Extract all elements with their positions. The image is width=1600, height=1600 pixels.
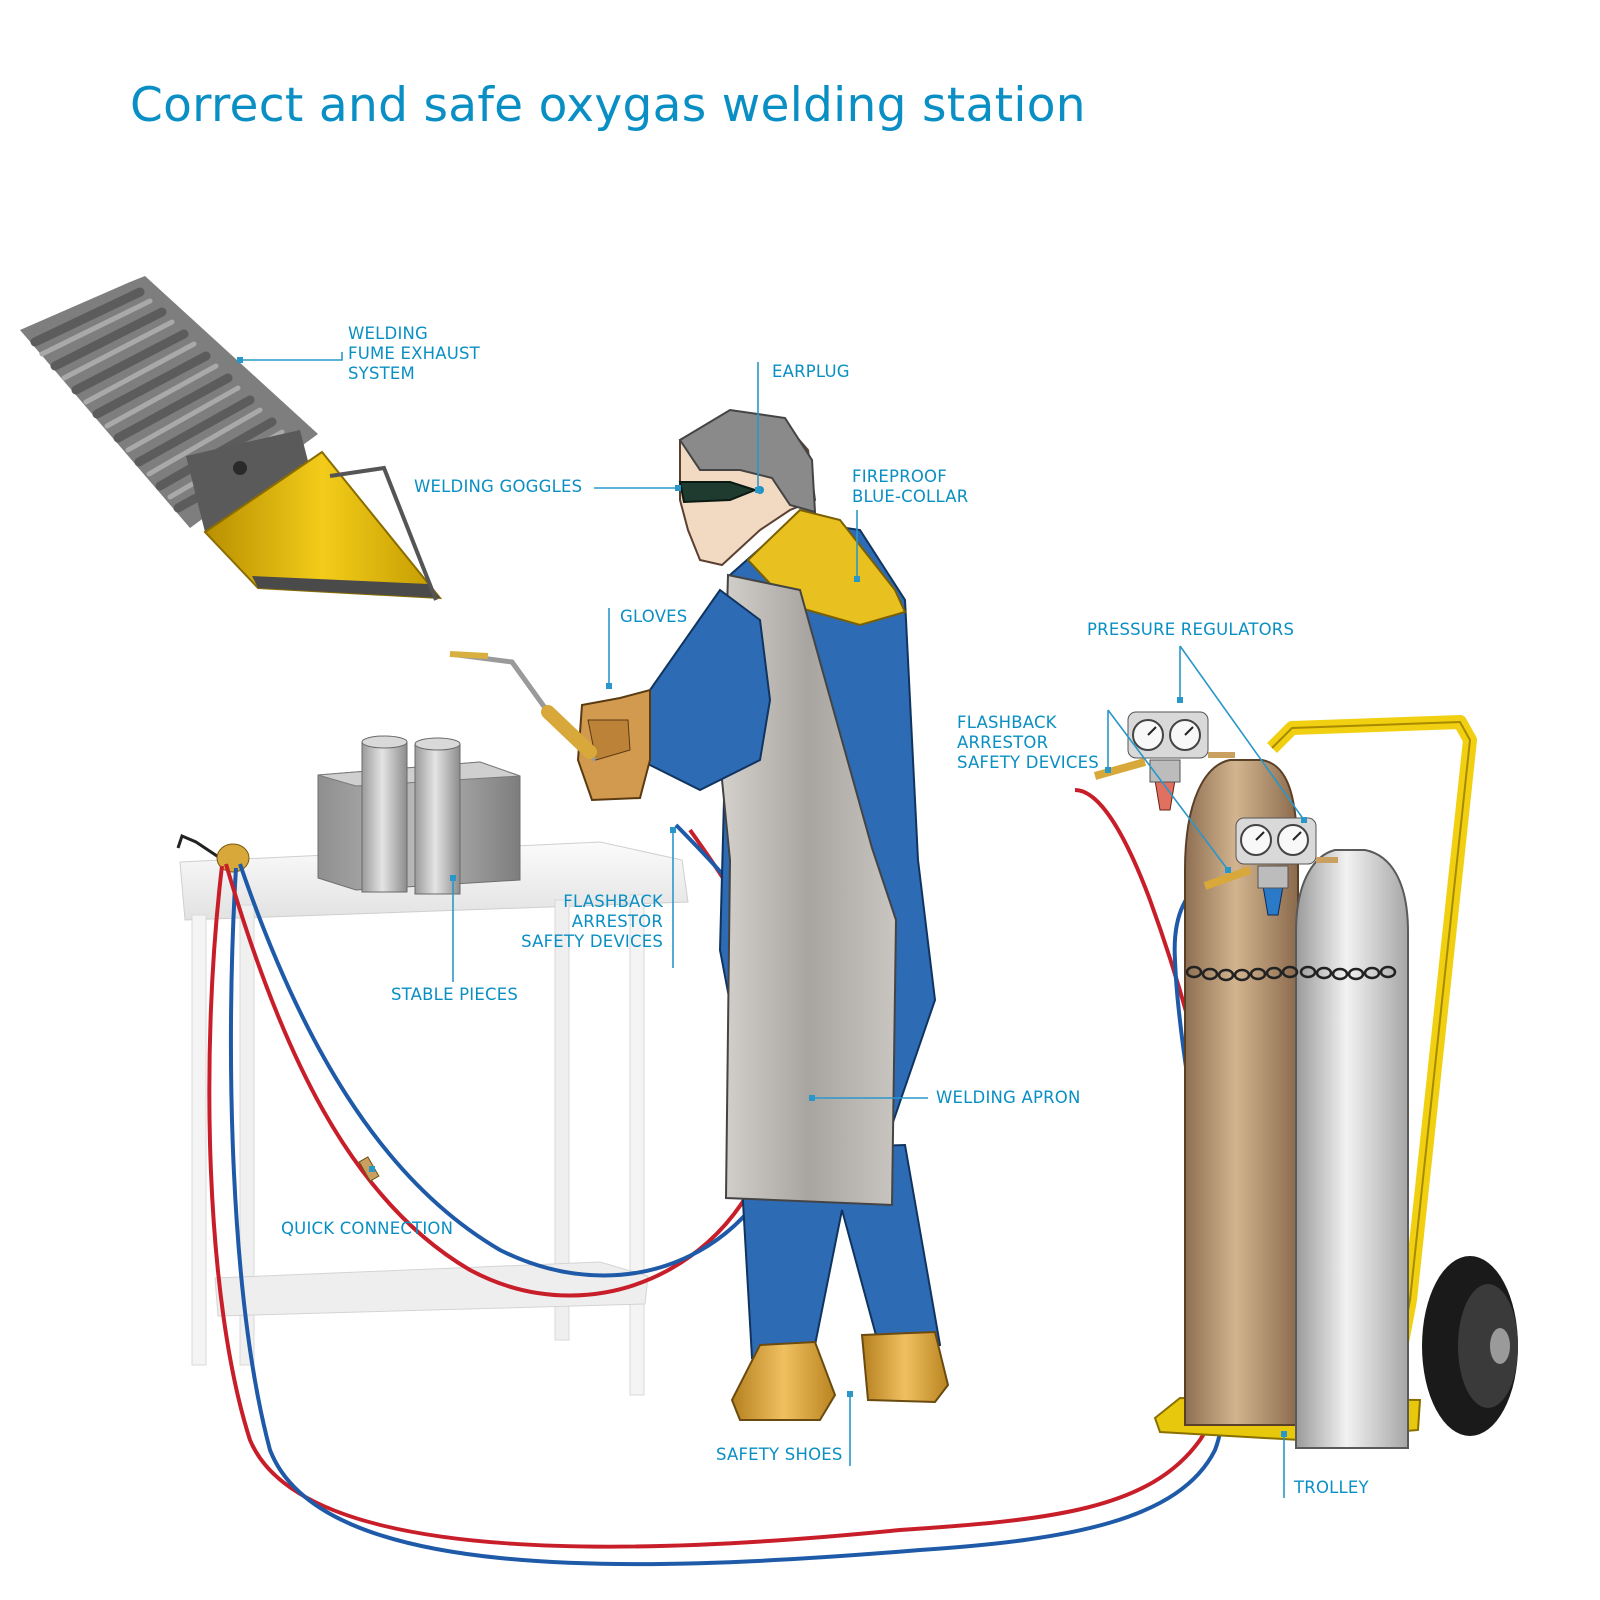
label-line: WELDING [348, 324, 429, 343]
label-quick-connection: QUICK CONNECTION [281, 1219, 453, 1239]
label-welding-fume-exhaust-system: WELDING FUME EXHAUST SYSTEM [348, 324, 480, 384]
fume-exhaust-system [20, 276, 443, 601]
label-line: SAFETY DEVICES [957, 753, 1099, 772]
label-line: ARRESTOR [571, 912, 663, 931]
label-line: WELDING APRON [936, 1088, 1081, 1107]
leader-dots [237, 357, 1307, 1437]
label-welding-apron: WELDING APRON [936, 1088, 1081, 1108]
label-line: TROLLEY [1294, 1478, 1369, 1497]
label-line: FIREPROOF [852, 467, 947, 486]
label-line: SAFETY SHOES [716, 1445, 843, 1464]
label-line: QUICK CONNECTION [281, 1219, 454, 1238]
label-stable-pieces: STABLE PIECES [391, 985, 518, 1005]
label-line: PRESSURE REGULATORS [1087, 620, 1295, 639]
leader-lines [240, 352, 1305, 1498]
label-line: EARPLUG [772, 362, 850, 381]
gas-cylinders-trolley [1093, 711, 1518, 1449]
label-line: FUME EXHAUST [348, 344, 480, 363]
label-trolley: TROLLEY [1294, 1478, 1369, 1498]
label-line: STABLE PIECES [391, 985, 519, 1004]
label-flashback-arrestor-torch: FLASHBACK ARRESTOR SAFETY DEVICES [500, 892, 663, 952]
label-line: FLASHBACK [563, 892, 663, 911]
page-title: Correct and safe oxygas welding station [130, 78, 1086, 133]
label-safety-shoes: SAFETY SHOES [716, 1445, 843, 1465]
label-gloves: GLOVES [620, 607, 687, 627]
label-fireproof-blue-collar: FIREPROOF BLUE-COLLAR [852, 467, 968, 507]
label-line: GLOVES [620, 607, 688, 626]
label-line: ARRESTOR [957, 733, 1049, 752]
label-line: SAFETY DEVICES [521, 932, 663, 951]
welder [449, 408, 950, 1421]
label-flashback-arrestor-cylinder: FLASHBACK ARRESTOR SAFETY DEVICES [957, 713, 1099, 773]
pressure-regulator-oxygen [1203, 817, 1338, 916]
label-welding-goggles: WELDING GOGGLES [414, 477, 582, 497]
label-line: FLASHBACK [957, 713, 1057, 732]
stable-pieces [317, 735, 521, 895]
label-line: SYSTEM [348, 364, 415, 383]
label-line: BLUE-COLLAR [852, 487, 969, 506]
pressure-regulator-fuel [1093, 711, 1235, 811]
label-earplug: EARPLUG [772, 362, 850, 382]
label-pressure-regulators: PRESSURE REGULATORS [1087, 620, 1294, 640]
label-line: WELDING GOGGLES [414, 477, 583, 496]
